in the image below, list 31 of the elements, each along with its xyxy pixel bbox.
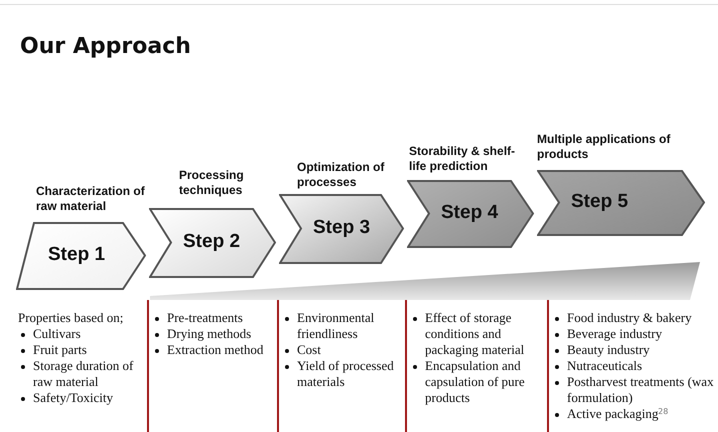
page-number: 28	[658, 407, 668, 416]
bullet-text: Cultivars	[33, 326, 81, 341]
list-intro: Properties based on;	[18, 310, 124, 326]
bullet-text: Extraction method	[167, 342, 264, 357]
bullet-text: Postharvest treatments (wax formulation)	[567, 374, 714, 405]
bullet-text: Environmental friendliness	[297, 310, 374, 341]
step-label: Step 4	[441, 202, 498, 224]
step-heading: Multiple applications of products	[537, 132, 672, 162]
bullet-text: Drying methods	[167, 326, 252, 341]
bullet-text: Pre-treatments	[167, 310, 243, 325]
step-label: Step 1	[48, 244, 106, 266]
slide-title: Our Approach	[20, 34, 191, 59]
bullet-text: Active packaging	[567, 406, 658, 421]
step-label: Step 3	[313, 217, 370, 239]
bullet-text: Beverage industry	[567, 326, 662, 341]
step-heading: Characterization of raw material	[36, 184, 146, 214]
step-label: Step 2	[183, 231, 240, 253]
bullet-text: Beauty industry	[567, 342, 650, 357]
bullet-text: Encapsulation and capsulation of pure products	[425, 358, 525, 405]
bullet-text: Safety/Toxicity	[33, 390, 113, 405]
bullet-text: Yield of processed materials	[297, 358, 394, 389]
step-heading: Optimization of processes	[297, 160, 386, 190]
bullet-text: Cost	[297, 342, 321, 357]
bullet-text: Fruit parts	[33, 342, 87, 357]
bullet-text: Storage duration of raw material	[33, 358, 134, 389]
bullet-text: Food industry & bakery	[567, 310, 692, 325]
bullet-text: Nutraceuticals	[567, 358, 642, 373]
step-heading: Processing techniques	[179, 168, 245, 198]
step-label: Step 5	[571, 191, 628, 213]
step-heading: Storability & shelf-life prediction	[409, 144, 516, 174]
bullet-text: Effect of storage conditions and packaging material	[425, 310, 524, 357]
